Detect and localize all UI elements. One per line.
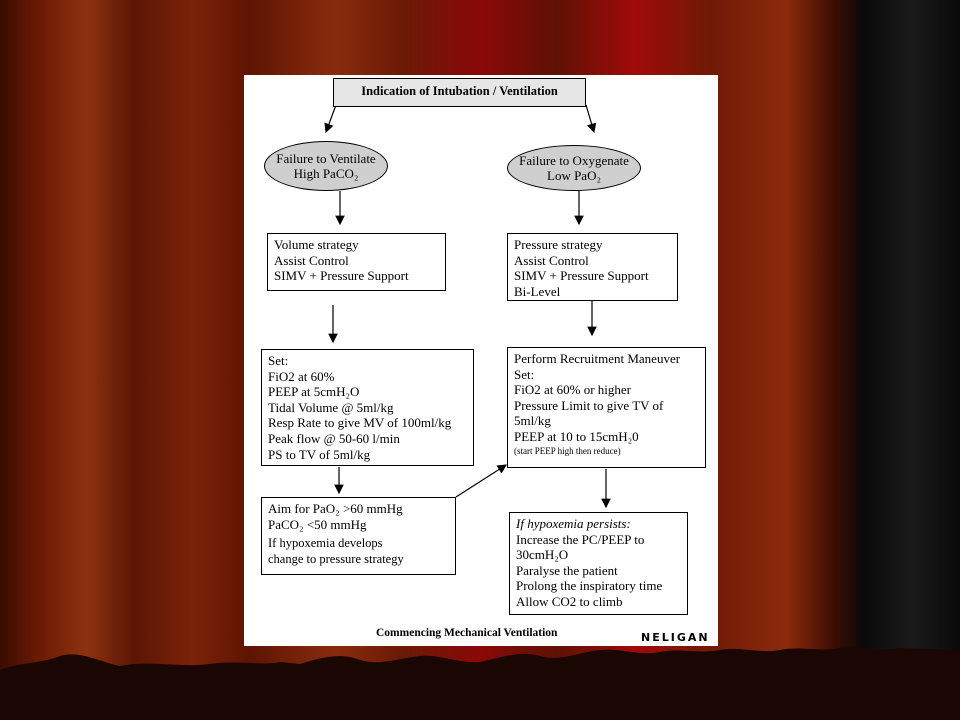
- set-line: Set:: [268, 353, 289, 368]
- right-ellipse-line1: Failure to Oxygenate: [519, 153, 629, 168]
- footer-caption: Commencing Mechanical Ventilation: [376, 627, 558, 639]
- aim-line: Aim for PaO₂ >60 mmHg: [268, 501, 403, 516]
- right-ellipse-line2: Low PaO₂: [547, 168, 601, 183]
- pressure-strategy-box: Pressure strategy Assist Control SIMV + …: [507, 233, 678, 301]
- left-ellipse-line2: High PaCO₂: [293, 166, 359, 181]
- hypoxemia-line: Prolong the inspiratory time: [516, 578, 663, 594]
- set-line: PS to TV of 5ml/kg: [268, 446, 371, 462]
- arrow-aim-to-recruitment: [455, 464, 508, 498]
- recruitment-line: FiO2 at 60% or higher: [514, 382, 631, 398]
- left-ellipse-line1: Failure to Ventilate: [276, 151, 376, 166]
- recruitment-line: Pressure Limit to give TV of: [514, 397, 664, 413]
- title-box: Indication of Intubation / Ventilation: [333, 78, 586, 107]
- set-line: PEEP at 5cmH₂O: [268, 384, 360, 400]
- recruitment-line: Set:: [514, 366, 535, 382]
- aim-note-line: If hypoxemia develops: [268, 536, 383, 551]
- aim-note-line: change to pressure strategy: [268, 551, 404, 566]
- recruitment-line: PEEP at 10 to 15cmH₂0: [514, 428, 639, 444]
- pressure-line: Assist Control: [514, 252, 589, 268]
- volume-line: Assist Control: [274, 252, 349, 268]
- recruitment-note: (start PEEP high then reduce): [514, 445, 621, 456]
- flowchart-slide: Indication of Intubation / Ventilation F…: [244, 75, 718, 646]
- set-line: Resp Rate to give MV of 100ml/kg: [268, 415, 452, 431]
- hypoxemia-line: Paralyse the patient: [516, 562, 618, 578]
- volume-line: Volume strategy: [274, 237, 359, 252]
- hypoxemia-line: Allow CO2 to climb: [516, 593, 623, 609]
- set-line: Peak flow @ 50-60 l/min: [268, 430, 400, 446]
- volume-strategy-box: Volume strategy Assist Control SIMV + Pr…: [267, 233, 446, 291]
- set-parameters-box: Set: FiO2 at 60% PEEP at 5cmH₂O Tidal Vo…: [261, 349, 474, 466]
- hypoxemia-line: 30cmH₂O: [516, 547, 569, 563]
- hypoxemia-heading: If hypoxemia persists:: [516, 516, 631, 531]
- pressure-line: SIMV + Pressure Support: [514, 268, 649, 284]
- volume-line: SIMV + Pressure Support: [274, 268, 409, 284]
- hypoxemia-line: Increase the PC/PEEP to: [516, 531, 645, 547]
- aim-line: PaCO₂ <50 mmHg: [268, 516, 367, 532]
- failure-to-ventilate-ellipse: Failure to Ventilate High PaCO₂: [264, 141, 388, 191]
- recruitment-line: 5ml/kg: [514, 413, 551, 429]
- flowchart-title: Indication of Intubation / Ventilation: [361, 84, 558, 98]
- aim-targets-box: Aim for PaO₂ >60 mmHg PaCO₂ <50 mmHg If …: [261, 497, 456, 575]
- pressure-line: Pressure strategy: [514, 237, 603, 252]
- pressure-line: Bi-Level: [514, 283, 561, 299]
- connector-arrows: [324, 104, 611, 509]
- hypoxemia-persists-box: If hypoxemia persists: Increase the PC/P…: [509, 512, 688, 615]
- neligan-logo: NELIGAN: [641, 631, 710, 644]
- set-line: FiO2 at 60%: [268, 368, 335, 384]
- arrow-title-to-right: [585, 104, 597, 134]
- recruitment-maneuver-box: Perform Recruitment Maneuver Set: FiO2 a…: [507, 347, 706, 468]
- arrow-title-to-left: [324, 104, 337, 134]
- failure-to-oxygenate-ellipse: Failure to Oxygenate Low PaO₂: [507, 145, 641, 191]
- recruitment-line: Perform Recruitment Maneuver: [514, 351, 681, 366]
- set-line: Tidal Volume @ 5ml/kg: [268, 399, 394, 415]
